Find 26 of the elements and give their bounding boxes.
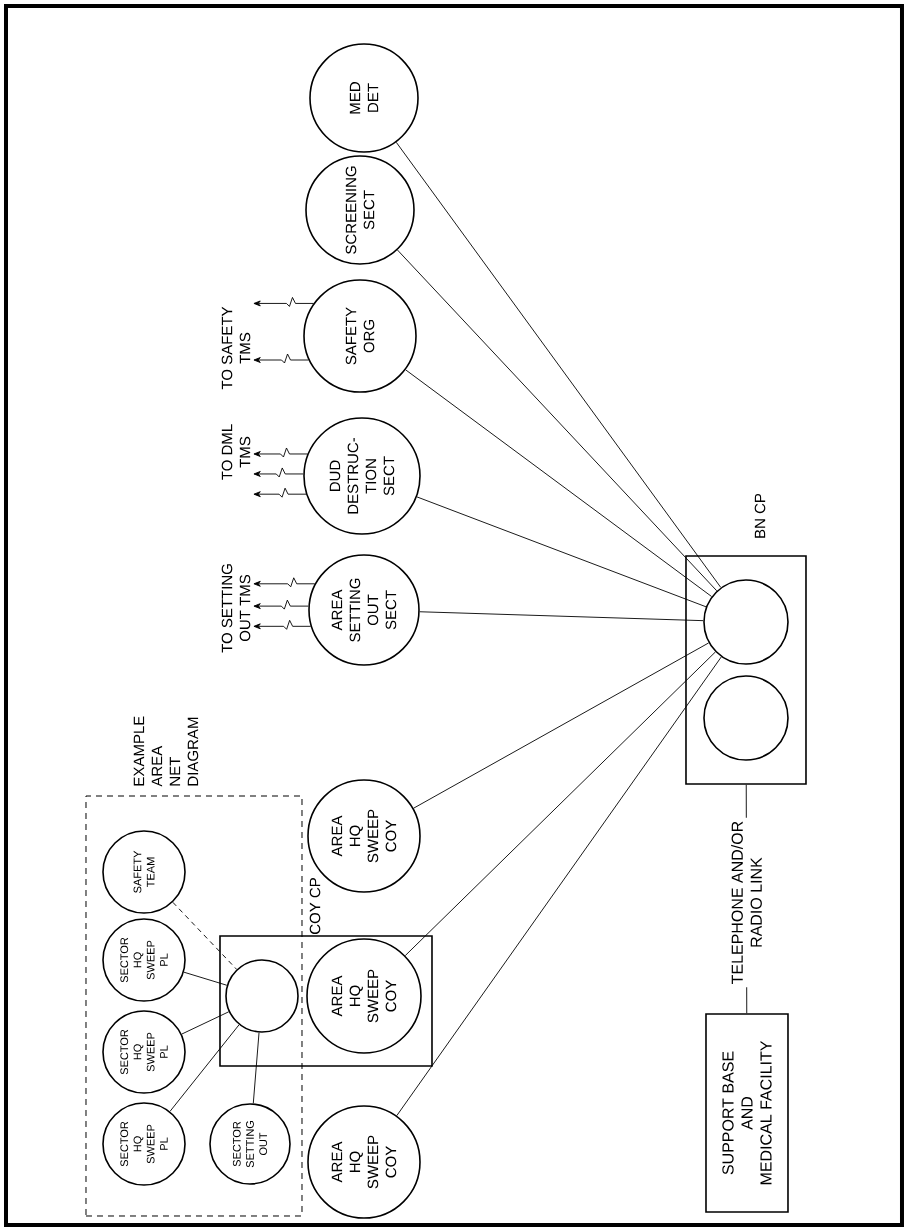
connector-line: [181, 1011, 230, 1035]
edge-label: TELEPHONE AND/OR RADIO LINK: [728, 817, 765, 988]
radio-arrow: [253, 297, 314, 307]
facility-box: SUPPORT BASE AND MEDICAL FACILITY: [705, 1013, 789, 1213]
empty-circle: [703, 579, 789, 665]
connector-line: [416, 496, 707, 608]
connector-line: [413, 642, 710, 809]
radio-arrow: [253, 577, 316, 588]
radio-arrow: [253, 599, 309, 610]
radio-arrow: [253, 447, 308, 458]
connector-line: [404, 651, 716, 957]
connector-line: [252, 1032, 260, 1104]
connector-line: [419, 611, 704, 622]
connector-line: [396, 656, 722, 1117]
connector-line: [405, 369, 713, 597]
radio-arrow: [253, 467, 304, 478]
radio-arrow: [253, 487, 307, 498]
connector-line: [395, 141, 722, 588]
connector-line: [172, 901, 238, 970]
radio-arrow: [253, 353, 309, 364]
radio-arrow: [253, 619, 312, 630]
empty-circle: [225, 959, 299, 1033]
connector-line: [183, 971, 228, 986]
connector-line: [397, 249, 718, 592]
connector-line: [169, 1024, 240, 1112]
empty-circle: [703, 675, 789, 761]
